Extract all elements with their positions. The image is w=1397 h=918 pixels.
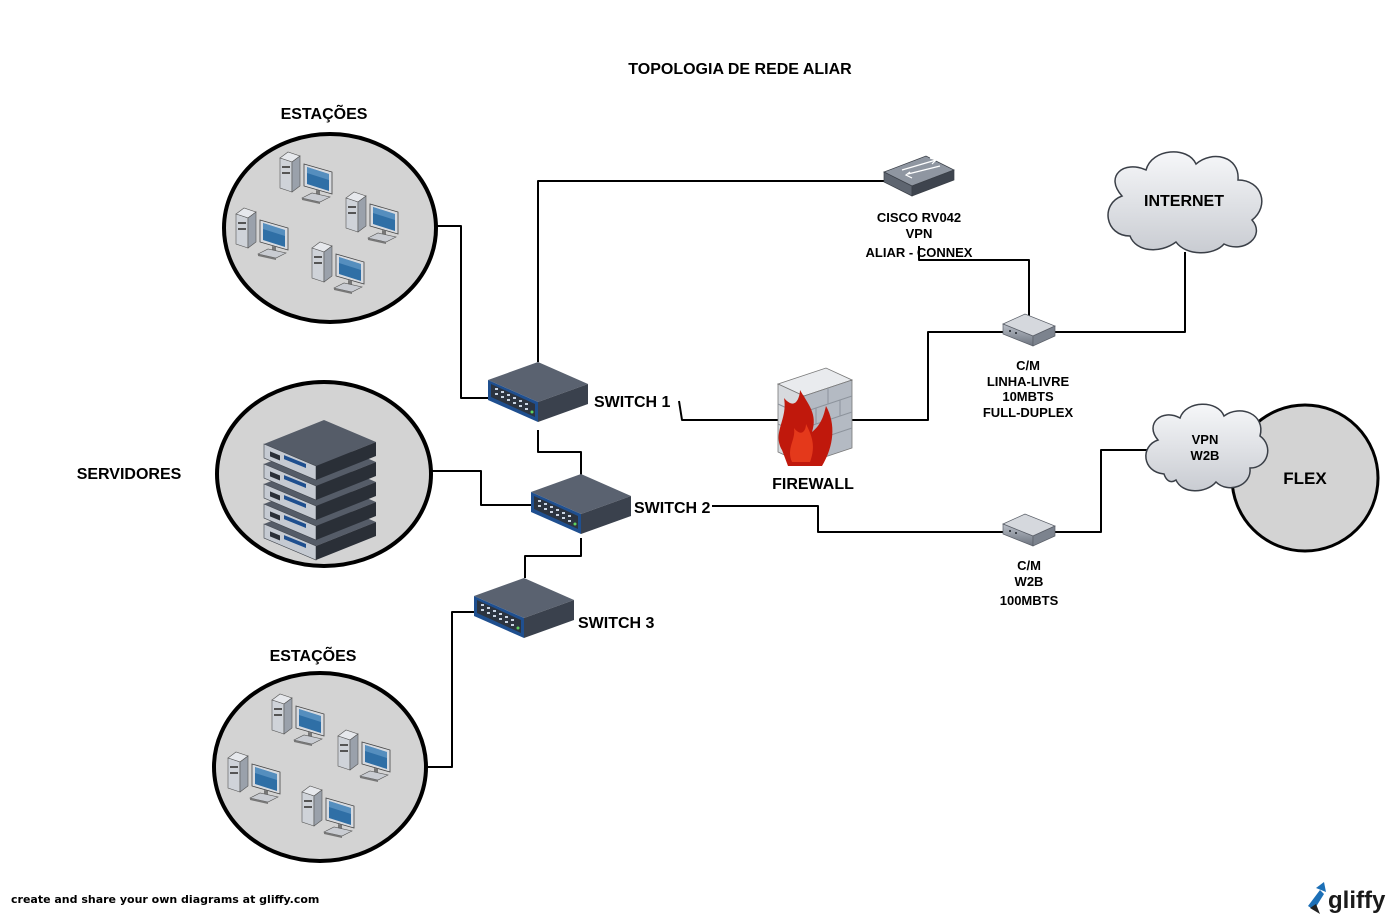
switch-1-label: SWITCH 1 xyxy=(594,394,671,411)
vpn-w2b-cloud[interactable]: VPN W2B xyxy=(1145,403,1269,492)
link-switch2-switch3 xyxy=(524,538,582,578)
modem-linha-livre[interactable]: C/M LINHA-LIVRE 10MBTS FULL-DUPLEX xyxy=(983,313,1074,420)
footer-text: create and share your own diagrams at gl… xyxy=(11,893,320,906)
servers-label: SERVIDORES xyxy=(77,466,182,483)
firewall-icon xyxy=(776,367,854,466)
vpn-cloud-label-line1: VPN xyxy=(1192,432,1219,447)
firewall[interactable]: FIREWALL xyxy=(772,367,854,493)
link-firewall-modem1 xyxy=(852,331,1006,421)
gliffy-logo[interactable]: gliffy xyxy=(1306,880,1392,916)
connection-lines xyxy=(428,180,1186,768)
stations-bottom-group: ESTAÇÕES xyxy=(212,645,428,863)
modem2-label-line2: W2B xyxy=(1015,574,1044,589)
internet-cloud[interactable]: INTERNET xyxy=(1107,151,1263,254)
flex-label: FLEX xyxy=(1283,469,1327,488)
switch-icon xyxy=(488,362,588,422)
modem-icon xyxy=(1002,513,1056,547)
internet-label: INTERNET xyxy=(1144,193,1224,210)
link-switch1-router xyxy=(537,180,886,362)
switch-2[interactable]: SWITCH 2 xyxy=(531,474,711,534)
link-stations-top-switch1 xyxy=(436,225,490,399)
router-icon xyxy=(883,155,955,197)
modem-w2b[interactable]: C/M W2B 100MBTS xyxy=(1000,513,1059,608)
gliffy-wordmark: gliffy xyxy=(1328,887,1386,914)
modem2-label-line1: C/M xyxy=(1017,558,1041,573)
link-switch3-stations-bottom xyxy=(428,611,477,768)
link-servers-switch2 xyxy=(431,470,534,506)
switch-3-label: SWITCH 3 xyxy=(578,615,655,632)
router-label-line3: ALIAR - CONNEX xyxy=(866,245,973,260)
switch-2-label: SWITCH 2 xyxy=(634,500,711,517)
switch-3[interactable]: SWITCH 3 xyxy=(474,578,655,638)
link-switch1-switch2 xyxy=(537,430,582,476)
stations-bottom-ellipse xyxy=(212,671,428,863)
modem-icon xyxy=(1002,313,1056,347)
cloud-icon xyxy=(1107,151,1263,254)
gliffy-logo-icon xyxy=(1308,882,1326,914)
switch-1[interactable]: SWITCH 1 xyxy=(488,362,671,422)
diagram-title: TOPOLOGIA DE REDE ALIAR xyxy=(628,61,852,78)
modem1-label-line1: C/M xyxy=(1016,358,1040,373)
server-rack-icon xyxy=(263,419,377,561)
switch-icon xyxy=(474,578,574,638)
modem1-label-line2: LINHA-LIVRE xyxy=(987,374,1070,389)
router-label-line2: VPN xyxy=(906,226,933,241)
link-switch2-modem2 xyxy=(712,505,1006,533)
switch-icon xyxy=(531,474,631,534)
link-switch1-firewall xyxy=(678,400,800,421)
stations-top-label: ESTAÇÕES xyxy=(281,103,368,123)
modem1-label-line4: FULL-DUPLEX xyxy=(983,405,1074,420)
vpn-cloud-label-line2: W2B xyxy=(1191,448,1220,463)
stations-top-group: ESTAÇÕES xyxy=(222,103,438,324)
firewall-label: FIREWALL xyxy=(772,476,854,493)
modem2-label-line3: 100MBTS xyxy=(1000,593,1059,608)
link-modem2-vpn xyxy=(1054,449,1150,533)
router-label-line1: CISCO RV042 xyxy=(877,210,961,225)
cloud-icon xyxy=(1145,403,1269,492)
link-modem1-internet xyxy=(1054,252,1186,333)
stations-top-ellipse xyxy=(222,132,438,324)
stations-bottom-label: ESTAÇÕES xyxy=(270,645,357,665)
router-cisco[interactable]: CISCO RV042 VPN ALIAR - CONNEX xyxy=(866,155,973,260)
servers-group: SERVIDORES xyxy=(77,380,433,568)
link-router-modem1 xyxy=(918,246,1030,318)
modem1-label-line3: 10MBTS xyxy=(1002,389,1054,404)
